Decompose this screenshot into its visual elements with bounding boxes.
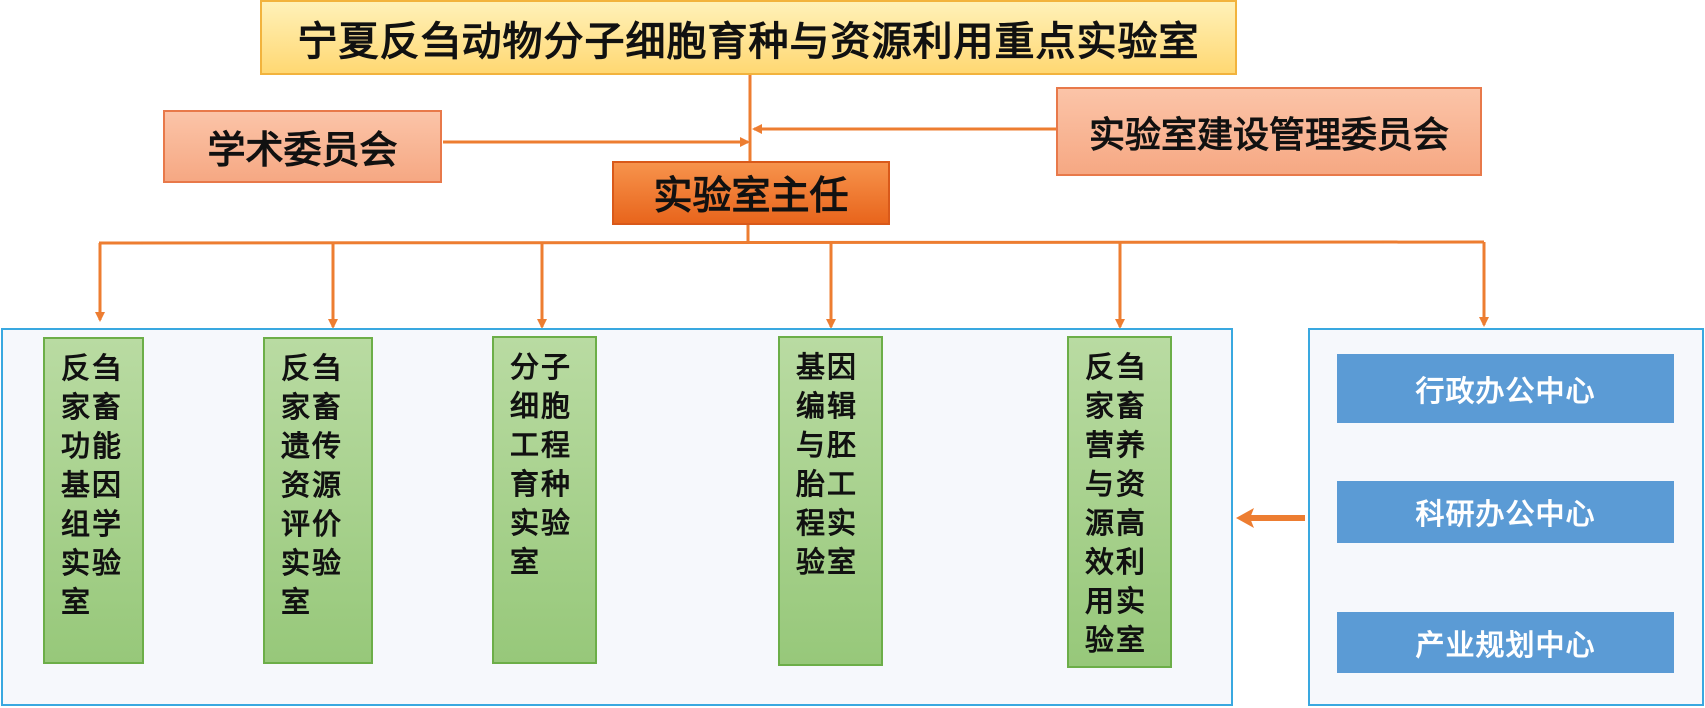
lab-genetic-resources: 反刍家畜遗传资源评价实验室 [263, 337, 373, 664]
academic-committee-box: 学术委员会 [163, 110, 442, 183]
center-research-office: 科研办公中心 [1337, 481, 1674, 543]
center-industry-planning: 产业规划中心 [1337, 612, 1674, 673]
distribution-bus [98, 240, 1485, 245]
labs-panel [1, 328, 1233, 706]
construction-committee-box: 实验室建设管理委员会 [1056, 87, 1482, 176]
lab-molecular-cell-breeding: 分子细胞工程育种实验室 [492, 336, 597, 664]
center-admin-office: 行政办公中心 [1337, 354, 1674, 423]
lab-title: 宁夏反刍动物分子细胞育种与资源利用重点实验室 [260, 0, 1237, 75]
lab-gene-editing-embryo: 基因编辑与胚胎工程实验室 [778, 336, 883, 666]
lab-nutrition-resource-utilization: 反刍家畜营养与资源高效利用实验室 [1067, 336, 1172, 668]
lab-functional-genomics: 反刍家畜功能基因组学实验室 [43, 337, 144, 664]
centers-to-labs-arrowhead [1236, 508, 1254, 528]
director-box: 实验室主任 [612, 161, 890, 225]
